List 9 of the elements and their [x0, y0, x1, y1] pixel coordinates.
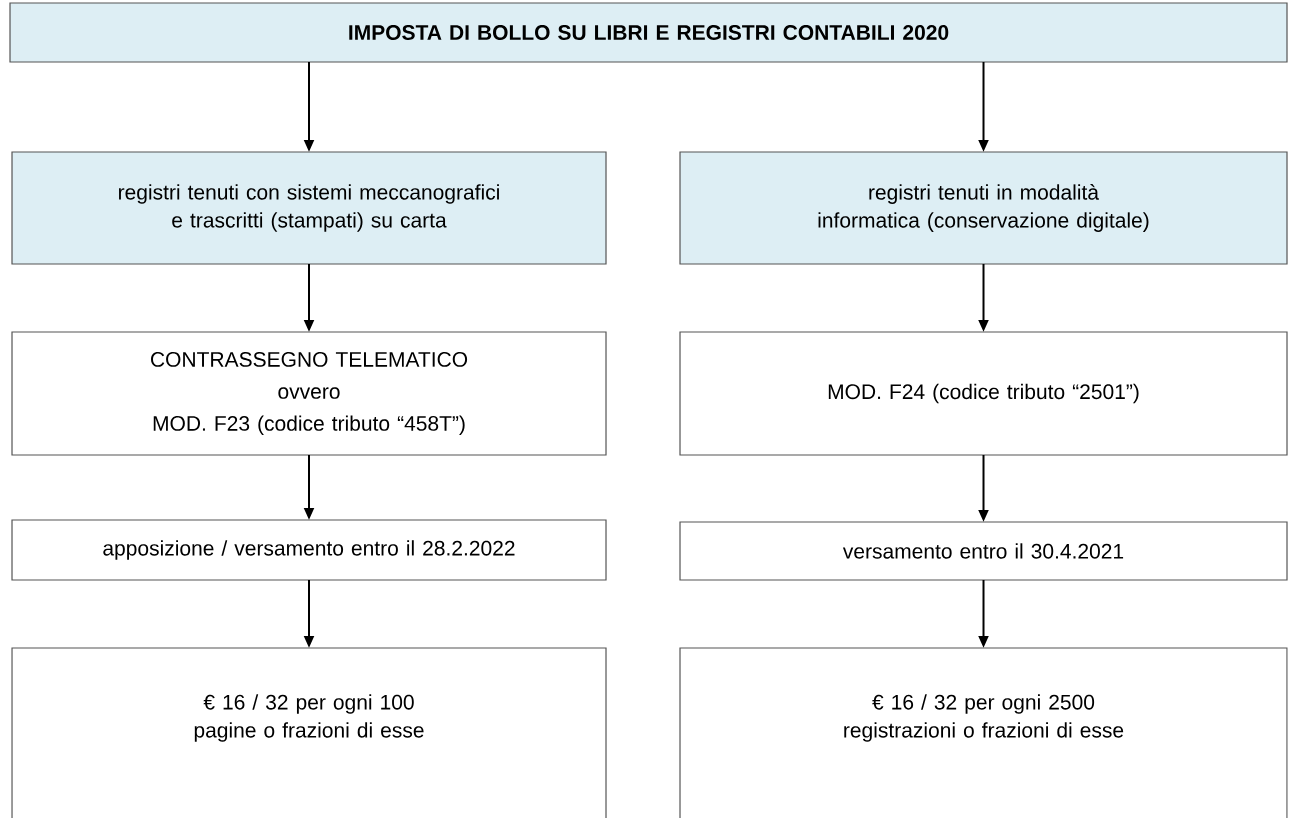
process-box: versamento entro il 30.4.2021 — [679, 521, 1288, 581]
process-box: CONTRASSEGNO TELEMATICO ovvero MOD. F23 (codice tributo “458T”) — [11, 331, 607, 456]
process-box: registri tenuti con sistemi meccanografici e trascritti (stampati) su carta — [11, 151, 607, 265]
process-box: € 16 / 32 per ogni 100 pagine o frazioni di esse — [11, 647, 607, 818]
title-box: IMPOSTA DI BOLLO SU LIBRI E REGISTRI CONTABILI 2020 — [9, 2, 1288, 63]
process-box: € 16 / 32 per ogni 2500 registrazioni o frazioni di esse — [679, 647, 1288, 818]
process-box: MOD. F24 (codice tributo “2501”) — [679, 331, 1288, 456]
process-box: registri tenuti in modalità informatica (conservazione digitale) — [679, 151, 1288, 265]
process-box: apposizione / versamento entro il 28.2.2022 — [11, 519, 607, 581]
